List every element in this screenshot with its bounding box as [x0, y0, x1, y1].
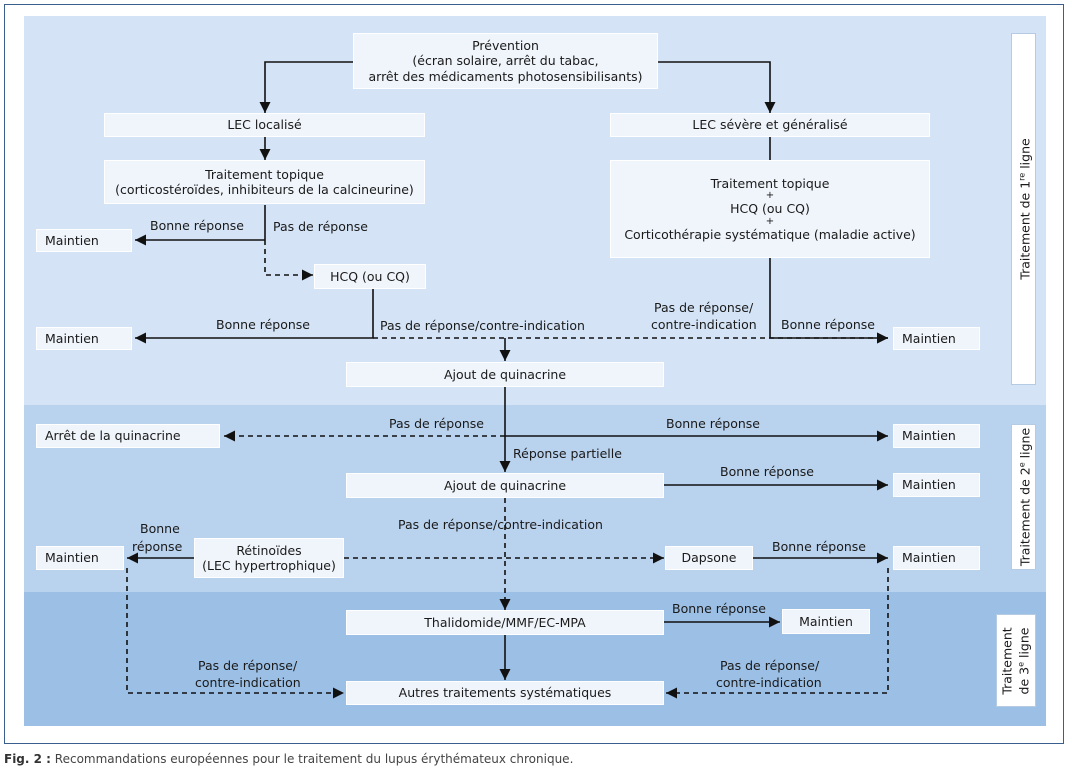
edge-label-bonne-reponse: Bonne réponse [150, 218, 244, 233]
arrow-to-hcq [264, 240, 313, 281]
topique-box: Traitement topique (corticostéroïdes, in… [104, 160, 425, 204]
dapsone-box: Dapsone [665, 546, 753, 570]
edge-label-contre-indication: contre-indication [716, 675, 822, 690]
edge-label-bonne-reponse: Bonne réponse [781, 317, 875, 332]
severe-corticotherapie: Corticothérapie systématique (maladie ac… [624, 226, 916, 242]
hcq-box: HCQ (ou CQ) [314, 264, 426, 289]
plus-sign: + [765, 215, 775, 227]
severe-hcq: HCQ (ou CQ) [730, 201, 810, 217]
edge-label-pas-de-reponse: Pas de réponse [389, 416, 484, 431]
arrow-prevention-to-localise [259, 61, 353, 113]
retinoides-box: Rétinoïdes (LEC hypertrophique) [194, 538, 344, 578]
side-label-third-line: Traitement de 3e ligne [996, 614, 1036, 707]
ajout-quinacrine-2-box: Ajout de quinacrine [346, 473, 664, 498]
plus-sign: + [765, 190, 775, 202]
prevention-title: Prévention [472, 37, 539, 53]
edge-label-bonne-reponse: Bonne réponse [216, 317, 310, 332]
maintien-box: Maintien [893, 473, 980, 497]
autres-traitements-box: Autres traitements systématiques [346, 681, 664, 705]
prevention-box: Prévention (écran solaire, arrêt du taba… [353, 33, 658, 89]
maintien-box: Maintien [893, 327, 980, 350]
edge-label-pas-de-reponse: Pas de réponse [273, 219, 368, 234]
dashed-right-loop [666, 568, 889, 699]
lec-localise-box: LEC localisé [104, 113, 425, 137]
arrow-severe-to-maintien [769, 258, 888, 344]
prevention-detail-2: arrêt des médicaments photosensibilisant… [368, 68, 643, 84]
arrow-prevention-to-severe [658, 61, 776, 113]
arret-quinacrine-box: Arrêt de la quinacrine [36, 424, 220, 448]
maintien-box: Maintien [893, 546, 980, 570]
lec-severe-box: LEC sévère et généralisé [610, 113, 930, 137]
figure-caption: Fig. 2 : Recommandations européennes pou… [4, 752, 573, 766]
edge-label-pas-reponse: Pas de réponse/ [654, 300, 754, 315]
side-label-second-line: Traitement de 2e ligne [1011, 424, 1036, 570]
thalidomide-box: Thalidomide/MMF/EC-MPA [346, 610, 664, 635]
edge-label-contre-indication: contre-indication [651, 317, 757, 332]
caption-text: Recommandations européennes pour le trai… [54, 752, 574, 766]
side-label-first-line: Traitement de 1re ligne [1011, 33, 1036, 385]
edge-label-pas-reponse: Pas de réponse/ [720, 658, 820, 673]
edge-label-bonne-reponse: Bonne réponse [720, 464, 814, 479]
figure-number: Fig. 2 : [4, 752, 51, 766]
prevention-detail-1: (écran solaire, arrêt du tabac, [412, 53, 599, 69]
maintien-box: Maintien [36, 327, 132, 350]
topique-detail: (corticostéroïdes, inhibiteurs de la cal… [115, 182, 414, 197]
edge-label-pas-reponse-ci: Pas de réponse/contre-indication [380, 318, 585, 333]
edge-label-bonne-reponse: Bonne réponse [672, 601, 766, 616]
severe-treatment-box: Traitement topique + HCQ (ou CQ) + Corti… [610, 160, 930, 258]
topique-title: Traitement topique [205, 166, 324, 182]
maintien-box: Maintien [893, 424, 980, 448]
retinoides-detail: (LEC hypertrophique) [202, 558, 336, 573]
edge-label-reponse-partielle: Réponse partielle [513, 446, 622, 461]
retinoides-title: Rétinoïdes [236, 542, 302, 558]
maintien-box: Maintien [36, 229, 132, 252]
edge-label-bonne-reponse: Bonne réponse [666, 416, 760, 431]
edge-label-reponse: réponse [132, 539, 183, 554]
maintien-box: Maintien [782, 609, 870, 634]
edge-label-bonne: Bonne [140, 521, 180, 536]
edge-label-pas-reponse-ci: Pas de réponse/contre-indication [398, 517, 603, 532]
edge-label-bonne-reponse: Bonne réponse [772, 539, 866, 554]
ajout-quinacrine-box: Ajout de quinacrine [346, 362, 664, 387]
edge-label-pas-reponse: Pas de réponse/ [198, 658, 298, 673]
severe-topique: Traitement topique [710, 175, 830, 191]
edge-label-contre-indication: contre-indication [195, 675, 301, 690]
maintien-box: Maintien [36, 546, 124, 570]
